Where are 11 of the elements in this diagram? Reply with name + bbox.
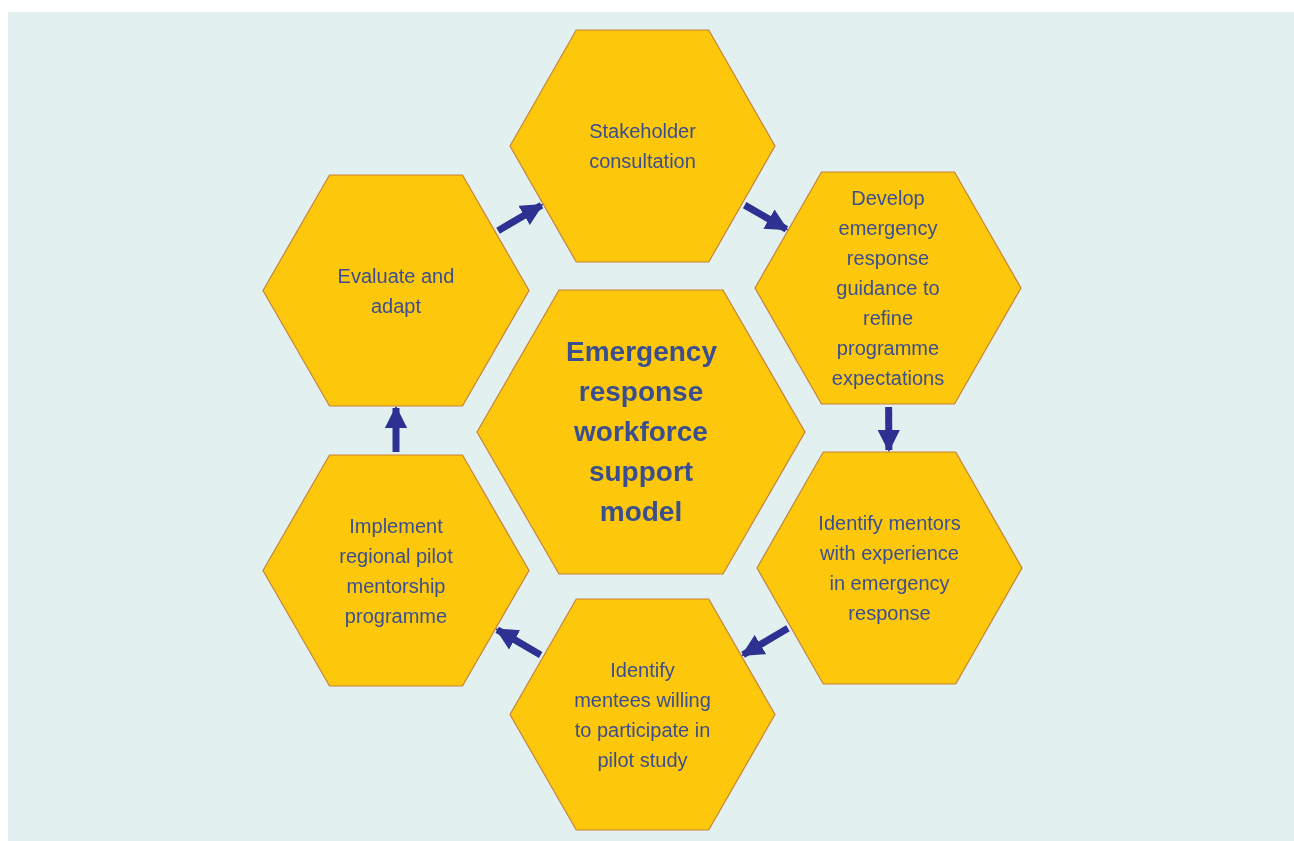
step-text: Identify mentees willing to participate in pilot study — [573, 657, 712, 773]
arrow — [495, 626, 543, 659]
arrow — [742, 202, 789, 233]
step-text: Implement regional pilot mentorship programme — [338, 513, 454, 629]
arrow — [496, 202, 544, 234]
step-text: Evaluate and adapt — [336, 263, 456, 319]
center-title: Emergency response workforce support model — [566, 335, 716, 529]
arrow — [741, 625, 790, 658]
step-text: Stakeholder consultation — [588, 119, 697, 174]
step-text: Identify mentors with experience in emergency response — [817, 511, 962, 626]
step-text: Develop emergency response guidance to refine programme expectations — [830, 186, 946, 391]
